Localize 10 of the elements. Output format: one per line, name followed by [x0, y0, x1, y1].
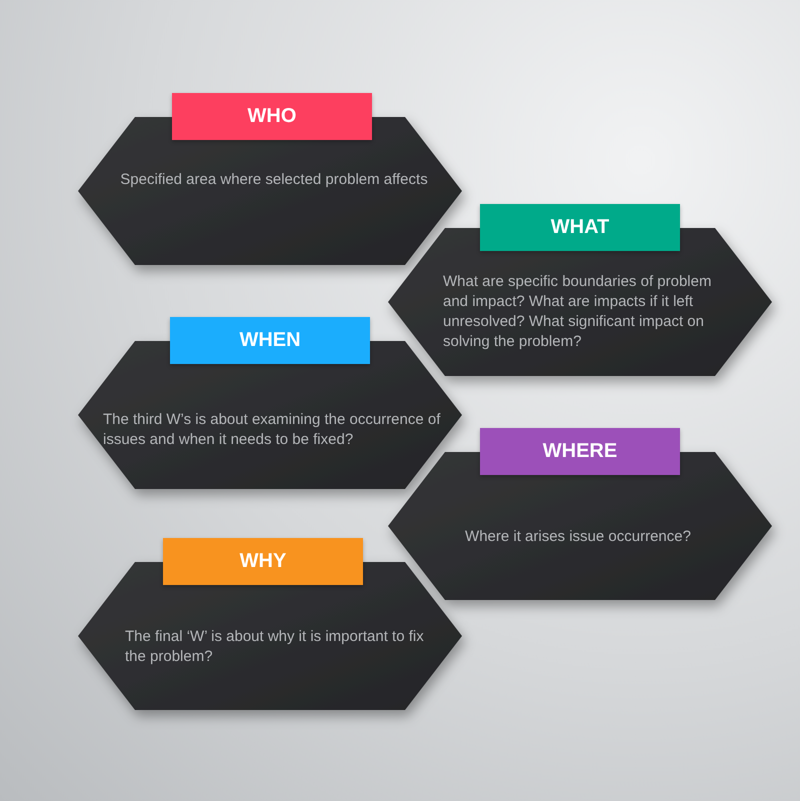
heading-tab: WHERE: [480, 428, 680, 475]
heading-tab: WHEN: [170, 317, 370, 364]
description-text: Specified area where selected problem affects: [119, 170, 429, 190]
description-text: The third W’s is about examining the occurrence of issues and when it needs to be fixed?: [103, 410, 442, 450]
description-text: The final ‘W’ is about why it is important to fix the problem?: [125, 627, 425, 667]
heading-tab: WHY: [163, 538, 363, 585]
heading-tab: WHAT: [480, 204, 680, 251]
description-text: Where it arises issue occurrence?: [464, 527, 692, 547]
description-text: What are specific boundaries of problem and impact? What are impacts if it left unresolved? What significant impact on solving the problem?: [443, 272, 712, 352]
heading-tab: WHO: [172, 93, 372, 140]
